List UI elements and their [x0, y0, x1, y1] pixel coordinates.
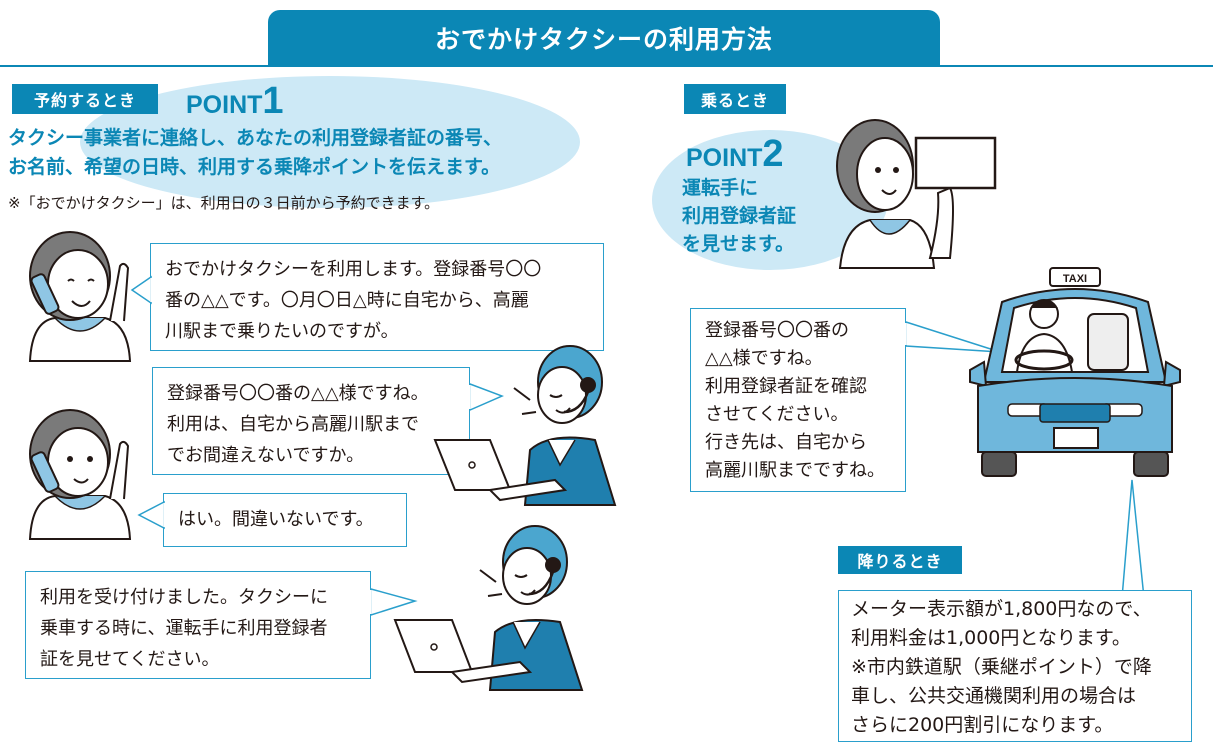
bubble-line: 利用は、自宅から高麗川駅まで — [167, 414, 419, 435]
user-request-bubble: おでかけタクシーを利用します。登録番号〇〇 番の△△です。〇月〇日△時に自宅から… — [150, 243, 604, 351]
bubble-line: 証を見せてください。 — [40, 649, 220, 670]
bubble-line: させてください。 — [705, 404, 849, 425]
woman-showing-card-illustration — [836, 119, 997, 269]
bubble-line: おでかけタクシーを利用します。登録番号〇〇 — [165, 259, 542, 280]
ride-instruction-line: 利用登録者証 — [682, 205, 797, 227]
point1-word: POINT — [186, 91, 263, 119]
fare-bubble-tail — [1121, 479, 1145, 599]
ride-instruction-line: を見せます。 — [682, 233, 795, 255]
bubble-line: 利用登録者証を確認 — [705, 376, 867, 397]
operator-accept-bubble: 利用を受け付けました。タクシーに 乗車する時に、運転手に利用登録者 証を見せてく… — [25, 571, 371, 679]
bubble-line: △△様ですね。 — [705, 348, 823, 369]
bubble-tail — [467, 382, 504, 412]
bubble-line: 登録番号〇〇番の△△様ですね。 — [167, 383, 429, 404]
bubble-tail — [368, 588, 418, 617]
bubble-tail — [130, 275, 154, 305]
point1-heading: POINT1 — [186, 80, 284, 123]
operator-confirm-bubble: 登録番号〇〇番の△△様ですね。 利用は、自宅から高麗川駅まで でお間違えないです… — [152, 367, 470, 475]
operator-illustration — [393, 525, 584, 691]
reserve-instruction: タクシー事業者に連絡し、あなたの利用登録者証の番号、 お名前、希望の日時、利用す… — [8, 124, 502, 182]
bubble-line: 利用を受け付けました。タクシーに — [40, 587, 328, 608]
point1-ellipse — [80, 76, 580, 208]
bubble-line: 高麗川駅までですね。 — [705, 460, 885, 481]
bubble-line: 行き先は、自宅から — [705, 432, 867, 453]
bubble-tail — [137, 500, 167, 530]
reserve-label: 予約するとき — [12, 84, 158, 114]
point2-number: 2 — [762, 133, 784, 175]
woman-phone-illustration — [28, 231, 132, 362]
taxi-sign-text: TAXI — [1063, 273, 1087, 285]
point2-heading: POINT2 — [686, 133, 784, 176]
reserve-note: ※「おでかけタクシー」は、利用日の３日前から予約できます。 — [8, 194, 440, 212]
point2-ellipse — [652, 130, 888, 270]
point2-word: POINT — [686, 144, 763, 172]
reserve-instruction-line: タクシー事業者に連絡し、あなたの利用登録者証の番号、 — [8, 127, 503, 149]
bubble-line: 川駅まで乗りたいのですが。 — [165, 321, 399, 342]
driver-bubble: 登録番号〇〇番の △△様ですね。 利用登録者証を確認 させてください。 行き先は… — [690, 308, 906, 492]
page-title: おでかけタクシーの利用方法 — [268, 10, 940, 66]
bubble-line: 番の△△です。〇月〇日△時に自宅から、高麗 — [165, 290, 529, 311]
user-reply-bubble: はい。間違いないです。 — [163, 493, 407, 547]
alight-label: 降りるとき — [838, 546, 962, 574]
reserve-instruction-line: お名前、希望の日時、利用する乗降ポイントを伝えます。 — [8, 156, 501, 178]
fare-line: ※市内鉄道駅（乗継ポイント）で降 — [851, 656, 1152, 678]
bubble-line: 乗車する時に、運転手に利用登録者 — [40, 618, 328, 639]
fare-line: 車し、公共交通機関利用の場合は — [851, 685, 1137, 707]
taxi-illustration: TAXI — [969, 267, 1181, 477]
fare-bubble: メーター表示額が1,800円なので、 利用料金は1,000円となります。 ※市内… — [838, 590, 1192, 742]
bubble-line: でお間違えないですか。 — [167, 445, 365, 466]
fare-line: メーター表示額が1,800円なので、 — [851, 598, 1152, 620]
ride-instruction-line: 運転手に — [682, 177, 759, 199]
fare-line: 利用料金は1,000円となります。 — [851, 627, 1131, 649]
bubble-line: 登録番号〇〇番の — [705, 320, 849, 341]
bubble-tail — [903, 320, 1001, 353]
woman-phone-illustration — [28, 409, 132, 540]
ride-label: 乗るとき — [684, 84, 786, 114]
operator-illustration — [433, 345, 617, 506]
ride-instruction: 運転手に 利用登録者証 を見せます。 — [682, 174, 796, 258]
fare-line: さらに200円割引になります。 — [851, 714, 1114, 736]
point1-number: 1 — [262, 80, 284, 122]
title-divider — [0, 65, 1213, 67]
